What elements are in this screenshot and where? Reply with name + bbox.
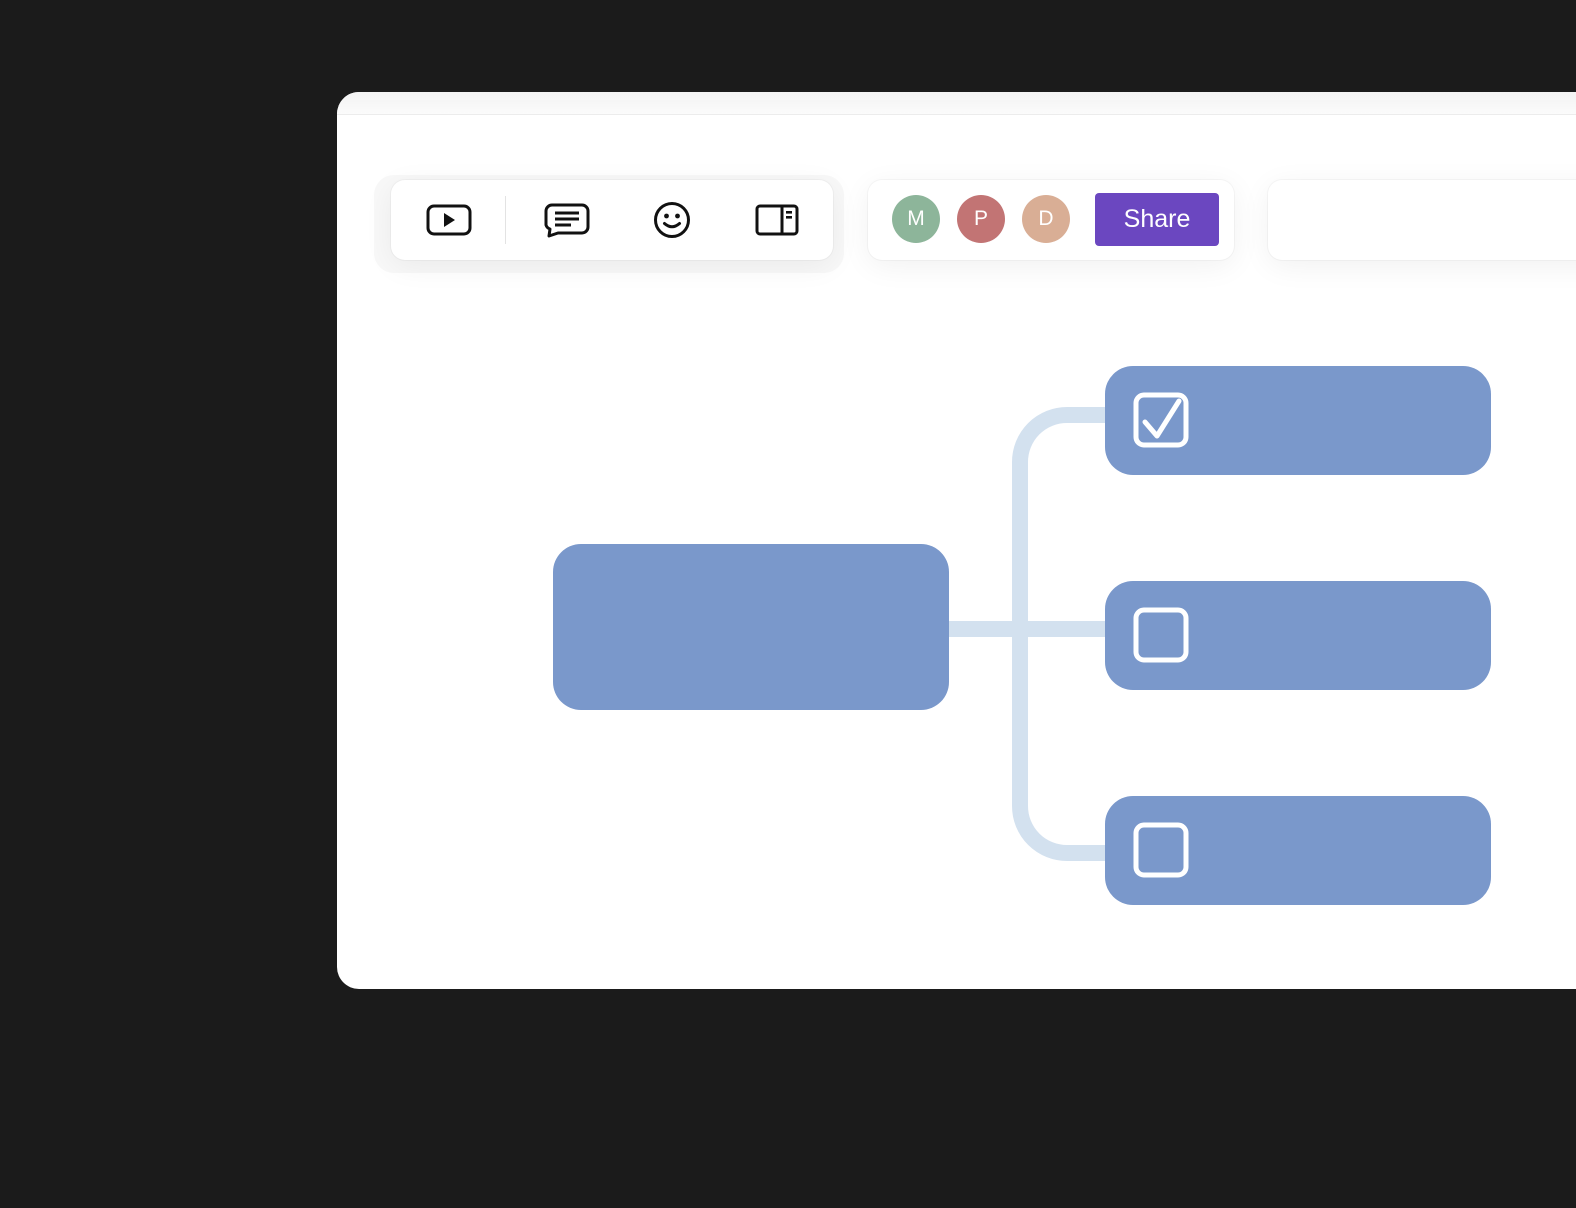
side-panel-button[interactable]	[752, 196, 802, 244]
child-node[interactable]	[1105, 796, 1491, 905]
side-panel-icon	[755, 204, 799, 236]
avatar-initial: M	[907, 207, 925, 230]
checkbox-icon[interactable]	[1133, 822, 1189, 878]
app-window: M P D Share	[337, 92, 1576, 989]
checkbox-unchecked[interactable]	[1133, 822, 1189, 878]
notes-icon	[544, 203, 590, 238]
checkbox-unchecked[interactable]	[1133, 607, 1189, 663]
checkmark-icon	[1142, 398, 1182, 439]
reactions-button[interactable]	[647, 196, 697, 244]
collaborators-panel: M P D Share	[868, 180, 1234, 260]
avatar-initial: P	[973, 207, 988, 230]
connectors	[947, 407, 1107, 861]
avatar-initial: D	[1038, 207, 1054, 230]
emoji-icon	[654, 202, 690, 238]
child-node-box[interactable]	[1105, 366, 1491, 475]
avatar[interactable]: M	[892, 195, 940, 243]
root-node[interactable]	[553, 544, 949, 710]
child-node-box[interactable]	[1105, 796, 1491, 905]
avatar[interactable]: D	[1022, 195, 1070, 243]
right-toolbar-panel	[1268, 180, 1576, 260]
checkbox-icon[interactable]	[1133, 392, 1189, 448]
present-button[interactable]	[424, 196, 474, 244]
child-node-box[interactable]	[1105, 581, 1491, 690]
window-title-bar	[337, 92, 1576, 115]
checkbox-checked[interactable]	[1133, 392, 1189, 448]
avatar[interactable]: P	[957, 195, 1005, 243]
notes-button[interactable]	[542, 196, 592, 244]
play-icon	[426, 204, 472, 236]
child-node[interactable]	[1105, 581, 1491, 690]
child-node[interactable]	[1105, 366, 1491, 475]
toolbar-divider	[505, 196, 506, 244]
mind-map-canvas	[553, 366, 1491, 905]
share-button[interactable]: Share	[1095, 193, 1219, 246]
toolbar	[391, 180, 833, 260]
checkbox-icon[interactable]	[1133, 607, 1189, 663]
branch-connector	[1012, 407, 1107, 861]
